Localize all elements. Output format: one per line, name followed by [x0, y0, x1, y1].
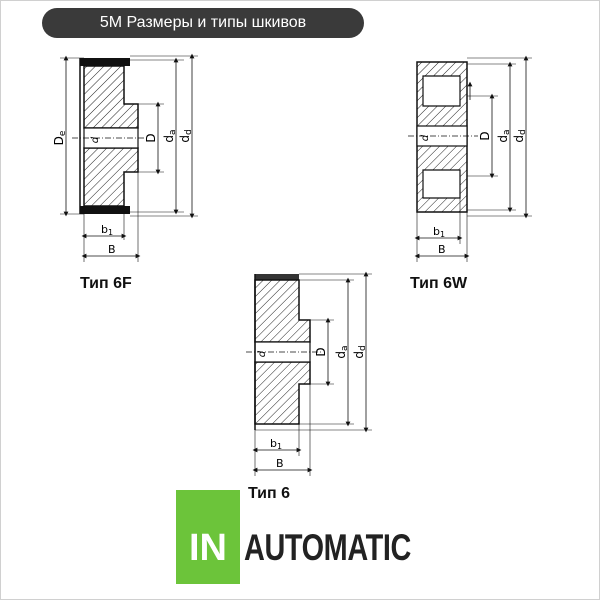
label-b1: b1 — [101, 223, 113, 237]
label-d: d — [90, 136, 101, 143]
label-B: B — [438, 243, 446, 256]
flange-top — [80, 58, 130, 66]
label-D: D — [478, 131, 492, 140]
drawing-type-6w: d D da dd b1 B — [408, 55, 532, 262]
label-b1: b1 — [433, 225, 445, 239]
page-title: 5M Размеры и типы шкивов — [42, 8, 364, 38]
label-dd: dd — [512, 129, 528, 142]
type-6-label: Тип 6 — [248, 485, 291, 502]
drawing-type-6f: De d D da dd b1 B — [52, 53, 198, 262]
label-d: d — [420, 134, 431, 141]
flange-bottom — [80, 206, 130, 214]
label-D: D — [144, 133, 158, 142]
label-d: d — [257, 350, 268, 357]
label-B: B — [276, 457, 284, 470]
drawing-type-6: d D da dd b1 B — [246, 271, 372, 476]
type-6w-label: Тип 6W — [410, 275, 468, 292]
logo-name: AUTOMATIC — [244, 527, 411, 568]
label-dd: dd — [352, 345, 368, 358]
label-De: De — [52, 130, 68, 145]
type-6f-label: Тип 6F — [80, 275, 132, 292]
label-da: da — [334, 345, 350, 358]
label-b1: b1 — [270, 437, 282, 451]
label-D: D — [314, 347, 328, 356]
label-da: da — [162, 129, 178, 142]
logo-mark: IN — [176, 490, 240, 584]
label-da: da — [496, 129, 512, 142]
label-B: B — [108, 243, 116, 256]
label-dd: dd — [178, 129, 194, 142]
